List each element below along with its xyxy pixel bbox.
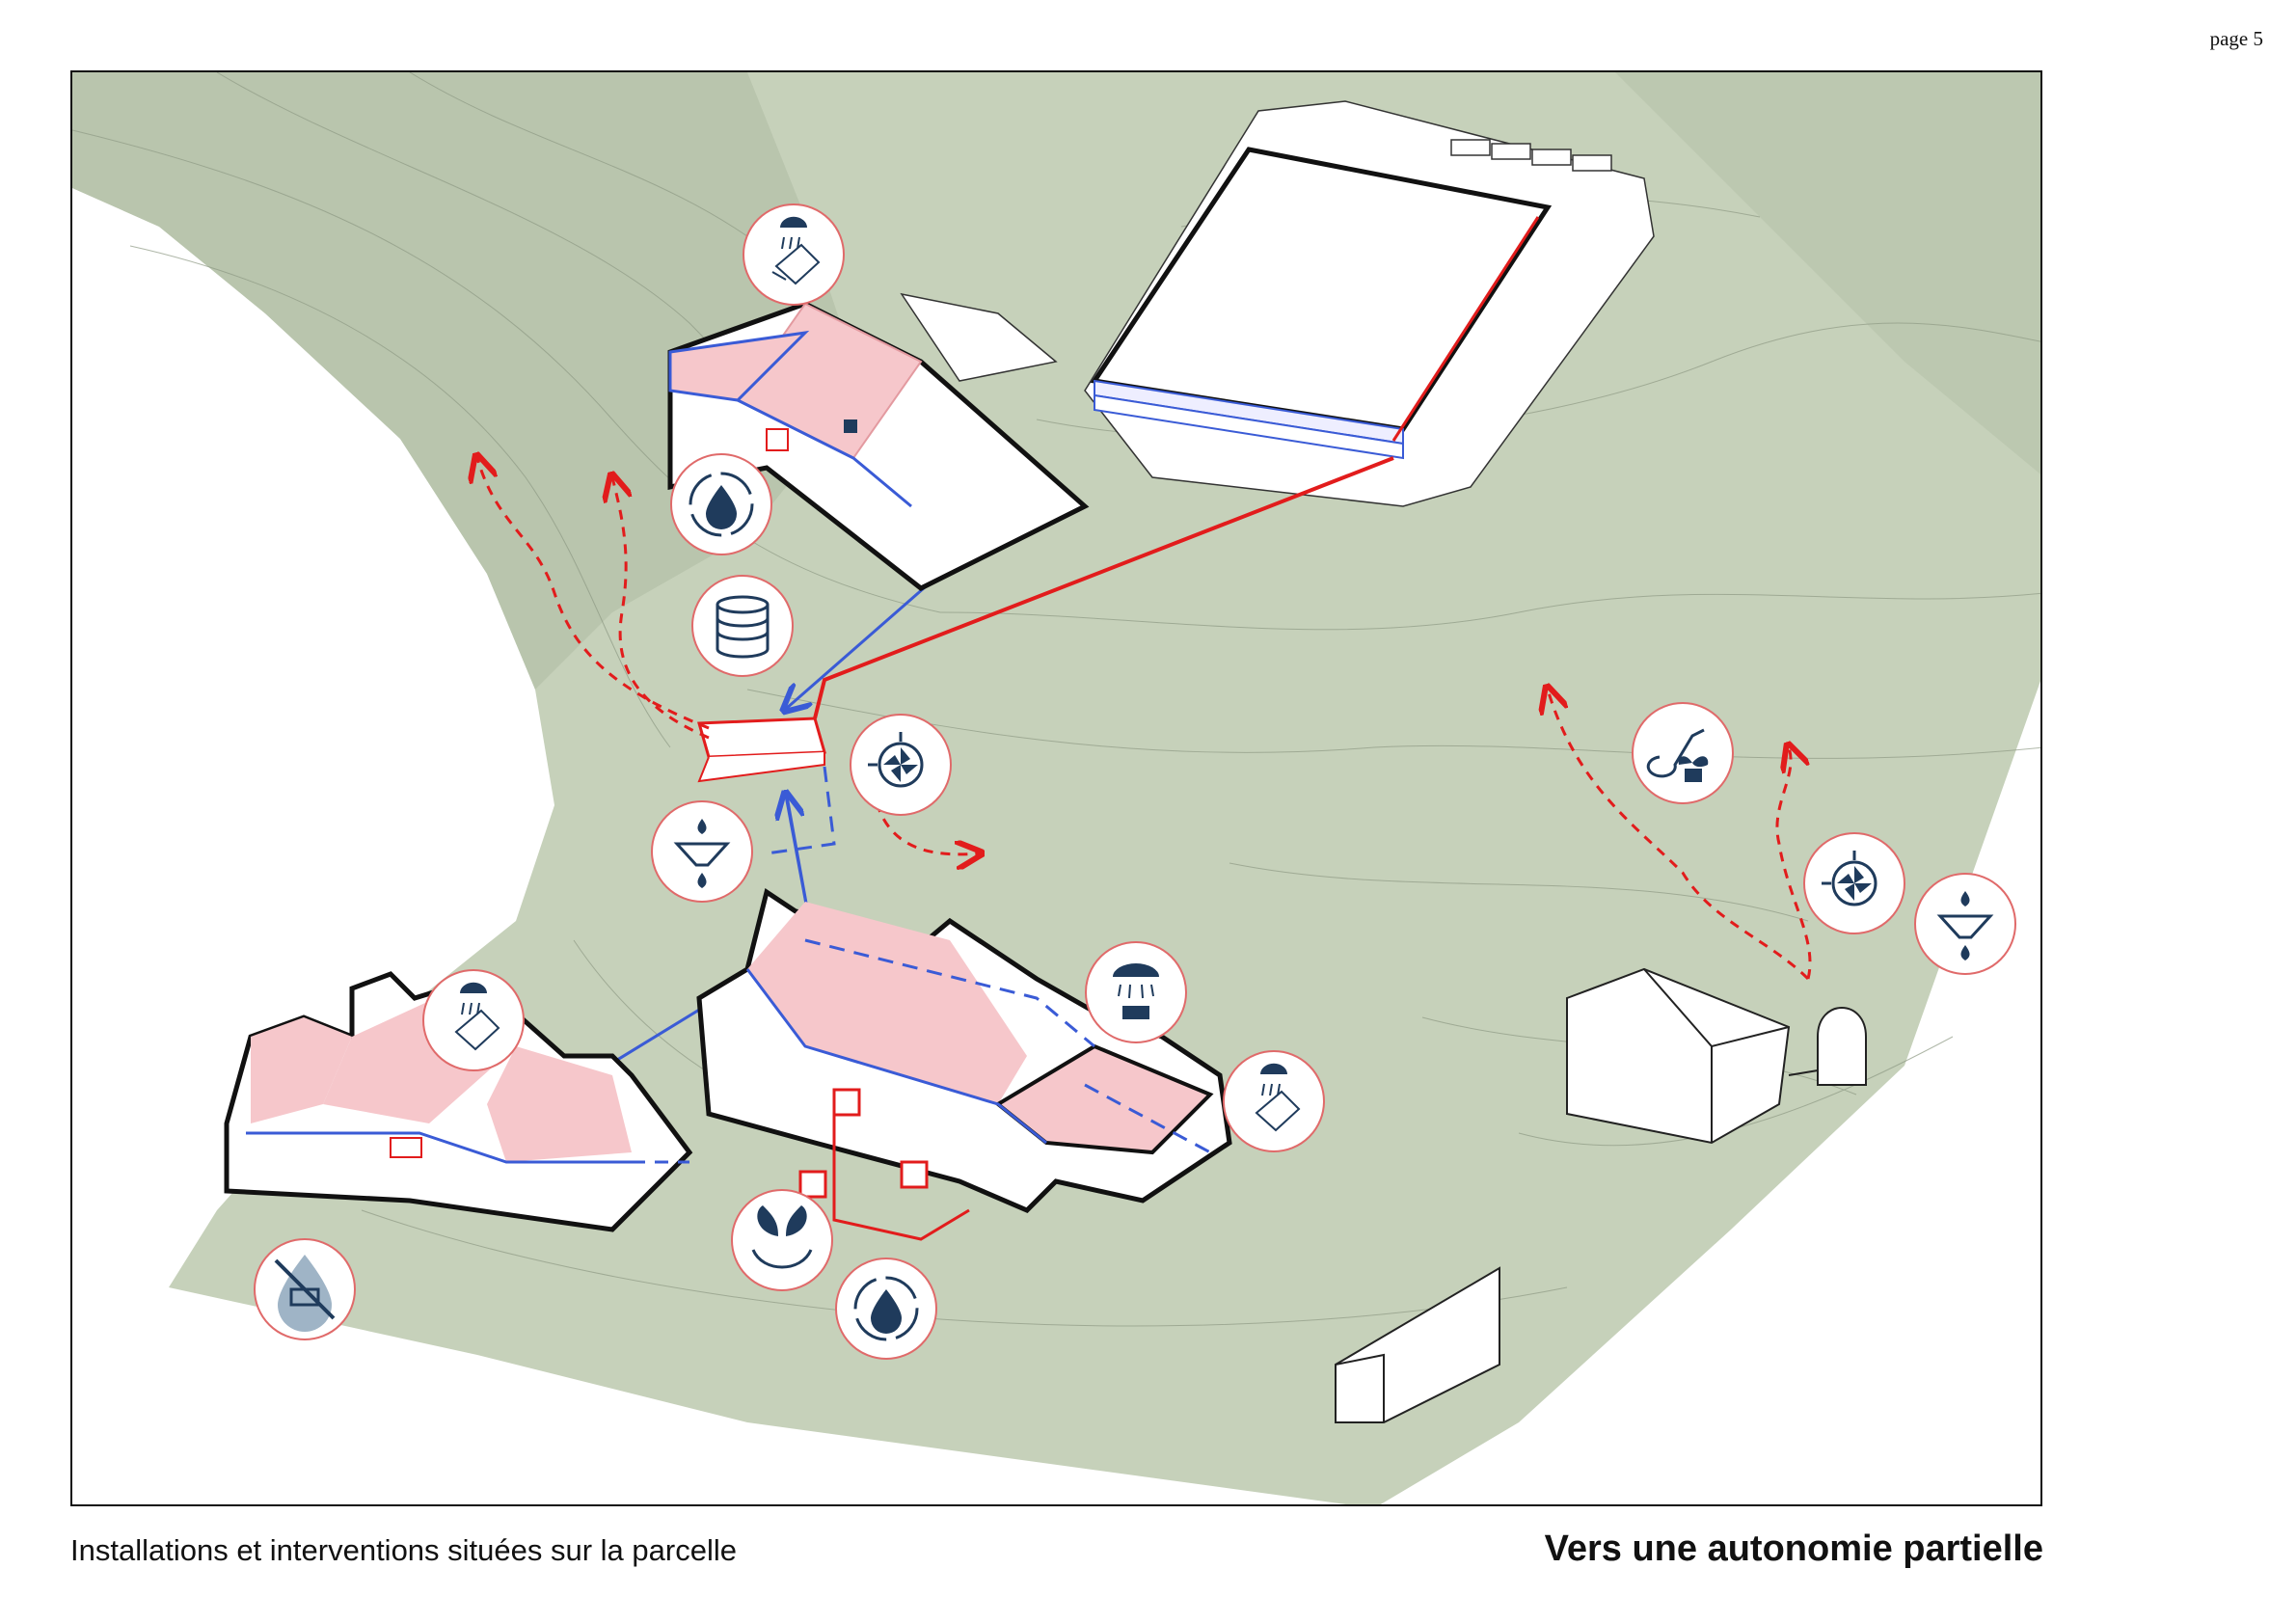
water-filter-icon [1914,873,2016,975]
rain-roof-icon [422,969,525,1071]
terrain [72,72,2040,1504]
upper-house [667,292,1090,591]
caption-installations: Installations et interventions situées s… [70,1533,737,1567]
rainwater-collector [697,717,826,783]
ventilation-fan-icon [850,714,952,816]
rain-roof-icon [743,203,845,306]
energy-pipe-red [813,456,1394,719]
site-axonometric-diagram [70,70,2042,1506]
ventilation-fan-icon [1803,832,1905,934]
caption-title: Vers une autonomie partielle [1544,1528,2043,1569]
lower-shed [1335,1266,1500,1423]
water-tank-icon [691,575,794,677]
rain-roof-icon [1223,1050,1325,1152]
shed [1566,967,1791,1145]
water-cycle-icon [835,1258,937,1360]
shower-icon [1085,941,1187,1043]
garden-hose-icon [1632,702,1734,804]
middle-house [696,887,1232,1241]
water-cycle-icon [670,453,772,555]
page-number: page 5 [2209,27,2263,50]
water-filter-icon [651,800,753,903]
solar-panel-field [1084,100,1655,507]
compost-leaves-icon [731,1189,833,1291]
storage-tank [1788,1007,1867,1086]
no-water-toilet-icon [254,1238,356,1340]
